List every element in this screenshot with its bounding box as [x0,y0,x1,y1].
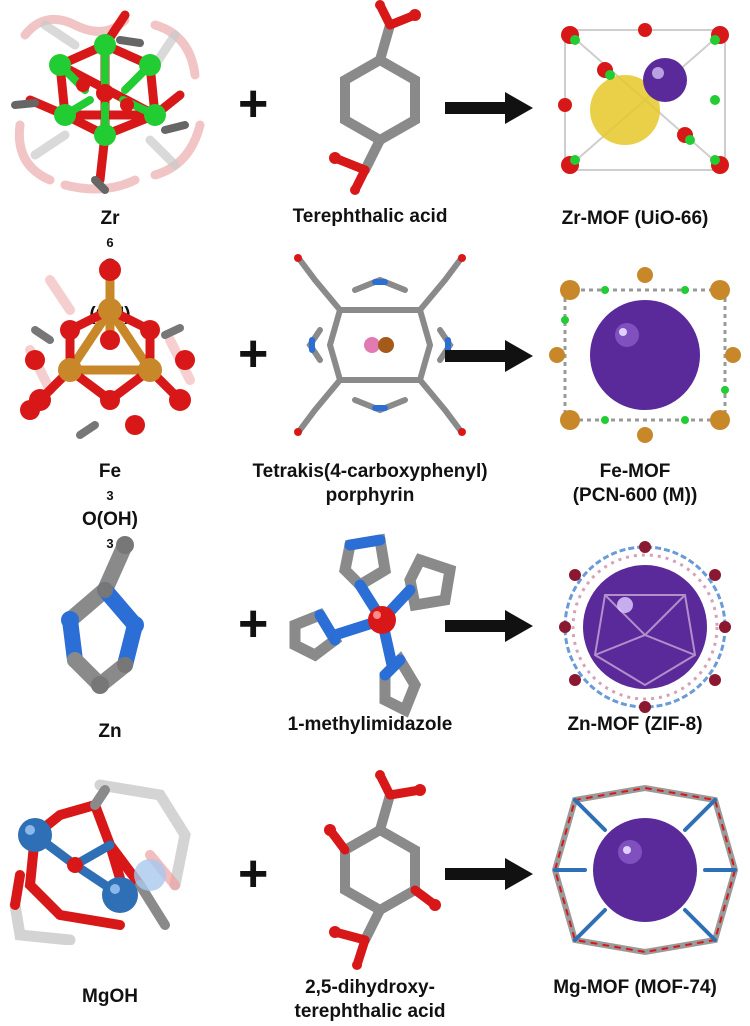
1-methylimidazole-image [289,533,457,718]
product-label-zr: Zr-MOF (UiO-66) [561,208,709,229]
product-label-zn: Zn-MOF (ZIF-8) [567,714,703,735]
product-label-mg: Mg-MOF (MOF-74) [553,977,717,998]
dhtp-linker-image [324,770,441,970]
linker-label-mg: 2,5-dihydroxy- terephthalic acid [294,977,446,1022]
mof-74-framework-image [551,784,739,956]
zr6o4oh4-cluster-image [11,10,205,194]
reaction-arrow-icon [445,340,533,372]
zif-8-framework-image [559,541,731,713]
terephthalic-acid-image [329,0,421,195]
plus-sign: + [238,75,269,133]
fe3ooh3-cluster-image [20,259,195,439]
linker-label-zr: Terephthalic acid [292,206,448,227]
zn-imidazole-image [61,536,144,694]
linker-label-zn: 1-methylimidazole [287,714,453,735]
plus-sign: + [238,325,269,383]
reaction-row-mg: + MgOH 2,5-dihydroxy- [0,770,750,1026]
linker-label-fe: Tetrakis(4-carboxyphenyl) porphyrin [252,461,488,506]
product-label-fe: Fe-MOF (PCN-600 (M)) [572,461,698,506]
plus-sign: + [238,595,269,653]
uio-66-framework-image [558,23,729,174]
mgoh-cluster-image [9,779,191,945]
pcn-600-framework-image [549,267,741,443]
tcpp-porphyrin-image [294,254,466,436]
precursor-label-zn: Zn [98,721,122,742]
reaction-row-fe: + [0,250,750,551]
plus-sign: + [238,845,269,903]
reaction-row-zn: + [0,530,750,770]
reaction-arrow-icon [445,610,533,642]
reaction-arrow-icon [445,92,533,124]
reaction-row-zr: + Zr6O4(OH)4 [0,0,750,346]
reaction-arrow-icon [445,858,533,890]
precursor-label-mg: MgOH [82,986,138,1007]
